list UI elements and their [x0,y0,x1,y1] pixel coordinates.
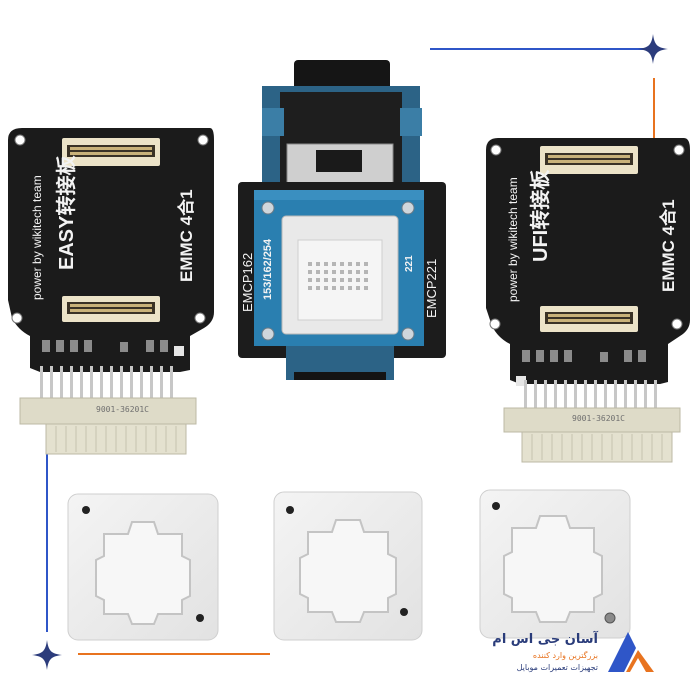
sparkle-star-bottom-left-icon [32,640,62,670]
logo-tagline-1: بزرگترین وارد کننده [532,651,598,660]
left-connector-code: 9001-36201C [96,405,149,414]
asan-gsm-logo-icon [608,632,654,672]
top-blue-line [430,48,648,50]
sparkle-star-top-right-icon [638,34,668,64]
logo-name: آسان جی اس ام [492,632,598,647]
logo-tagline-2: تجهیزات تعمیرات موبایل [516,663,598,672]
bottom-orange-line [78,653,270,655]
right-connector-code: 9001-36201C [572,414,625,423]
left-blue-line [46,432,48,632]
